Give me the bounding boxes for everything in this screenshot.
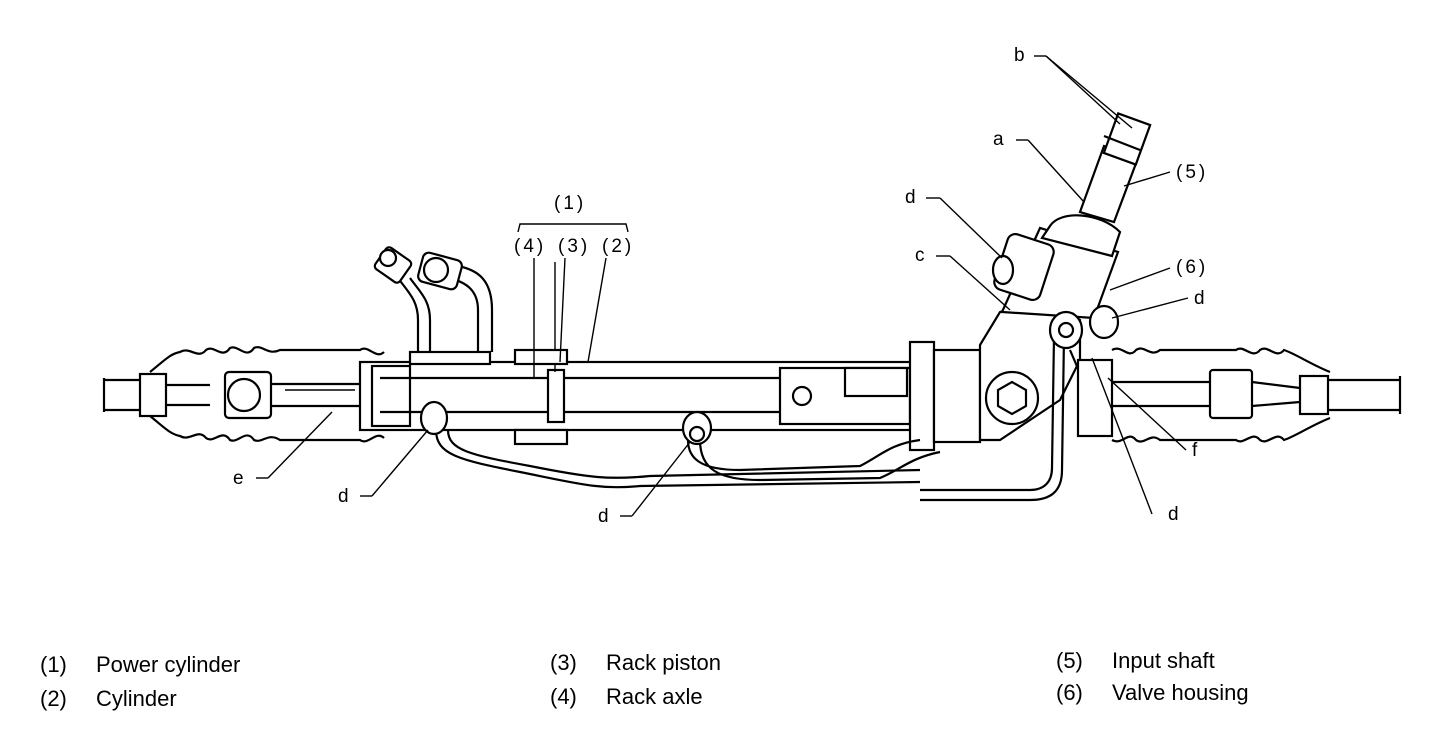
valve-housing	[978, 214, 1122, 442]
legend-number: (2)	[40, 686, 67, 711]
callout-4: (4)	[514, 236, 546, 257]
right-boot	[1076, 347, 1402, 443]
left-tie-rod	[102, 372, 210, 418]
callout-a: a	[993, 129, 1004, 150]
legend-text: Cylinder	[96, 686, 177, 711]
top-pipes	[373, 246, 494, 352]
callout-d-lower-right: d	[1168, 504, 1179, 525]
callout-5: (5)	[1176, 162, 1208, 183]
callout-f: f	[1192, 440, 1198, 461]
legend-number: (4)	[550, 684, 577, 709]
legend-text: Rack axle	[606, 684, 703, 709]
legend-text: Rack piston	[606, 650, 721, 675]
callout-b: b	[1014, 45, 1025, 66]
callout-2: (2)	[602, 236, 634, 257]
legend-number: (1)	[40, 652, 67, 677]
callout-3: (3)	[558, 236, 590, 257]
callout-1: (1)	[554, 193, 586, 214]
legend-text: Input shaft	[1112, 648, 1215, 673]
callout-c: c	[915, 245, 925, 266]
legend-text: Valve housing	[1112, 680, 1249, 705]
callout-d-center: d	[598, 506, 609, 527]
input-shaft	[1078, 112, 1152, 224]
callout-e: e	[233, 468, 244, 489]
callout-labels: b a (5) d c (6) d f d (1) (4) (3) (2) e …	[233, 45, 1208, 527]
left-boot	[149, 346, 385, 443]
leader-lines	[256, 55, 1189, 517]
callout-d-upper: d	[905, 187, 916, 208]
legend-number: (6)	[1056, 680, 1083, 705]
callout-6: (6)	[1176, 257, 1208, 278]
lower-pipes	[419, 400, 941, 489]
legend-number: (5)	[1056, 648, 1083, 673]
legend-text: Power cylinder	[96, 652, 241, 677]
legend-number: (3)	[550, 650, 577, 675]
callout-d-left: d	[338, 486, 349, 507]
rack-housing	[358, 262, 982, 452]
callout-d-right: d	[1194, 288, 1205, 309]
